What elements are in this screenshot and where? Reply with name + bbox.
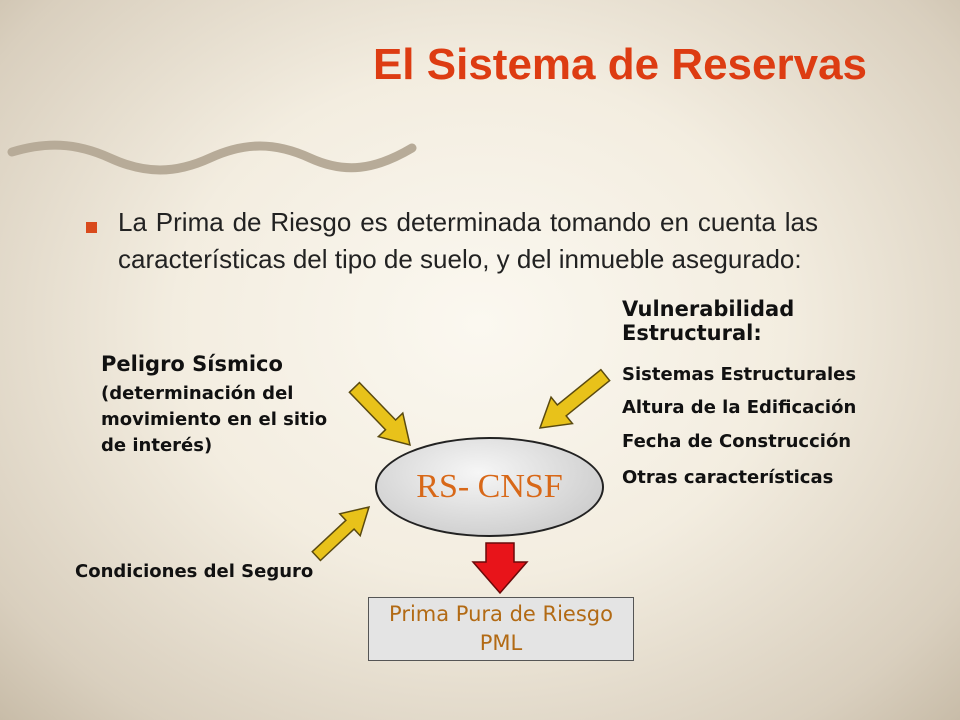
input-arrow-peligro [348,381,412,447]
slide-title: El Sistema de Reservas [372,40,868,89]
vulnerabilidad-item: Otras características [622,467,834,488]
center-ellipse: RS- CNSF [375,437,604,537]
vulnerabilidad-item: Altura de la Edificación [622,397,857,418]
peligro-description: (determinación del movimiento en el siti… [101,383,328,456]
condiciones-label: Condiciones del Seguro [75,561,314,582]
vulnerabilidad-title: Vulnerabilidad Estructural: [622,297,795,345]
vulnerabilidad-item: Fecha de Construcción [622,431,852,452]
decorative-wave [7,140,417,175]
bullet-square-icon [86,222,97,233]
input-arrow-vulnerabilidad [538,368,611,429]
bullet-text: La Prima de Riesgo es determinada tomand… [118,207,818,274]
output-arrow-down [471,542,529,595]
center-label: RS- CNSF [416,468,563,505]
result-box: Prima Pura de Riesgo PML [368,597,634,661]
input-arrow-condiciones [311,505,371,562]
vulnerabilidad-item: Sistemas Estructurales [622,364,857,385]
peligro-title: Peligro Sísmico [101,352,283,376]
result-line2: PML [479,631,523,655]
result-line1: Prima Pura de Riesgo [389,602,613,626]
